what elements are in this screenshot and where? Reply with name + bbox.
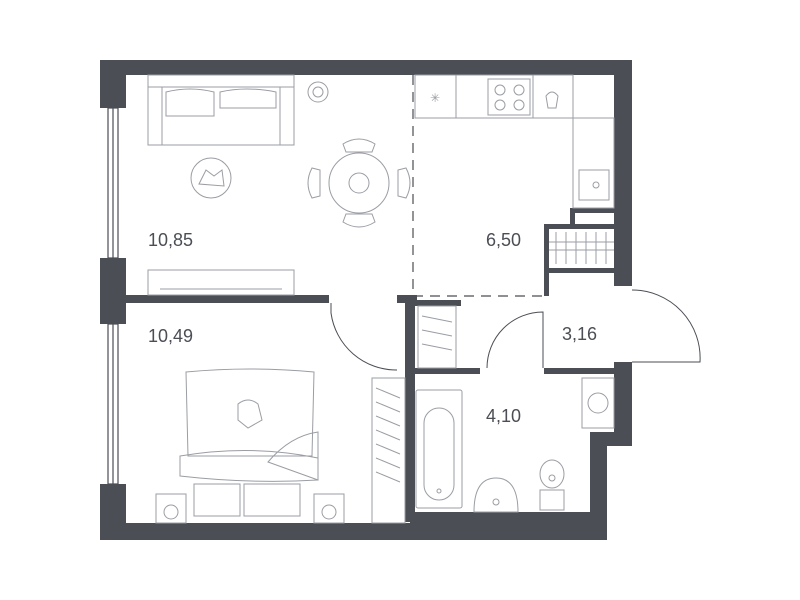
bed-icon [179, 368, 319, 517]
dining-table-icon [307, 138, 411, 228]
washbasin-icon [473, 477, 519, 513]
stove-icon [487, 78, 531, 116]
bathtub-icon [415, 389, 463, 509]
plant-icon [307, 81, 329, 103]
sink-icon [578, 169, 610, 201]
svg-text:✳: ✳ [430, 91, 440, 105]
washing-machine-icon [581, 377, 615, 429]
doors [330, 289, 701, 371]
hood-icon: ✳ [430, 91, 559, 109]
room-areas: 10,85 6,50 10,49 3,16 4,10 [148, 230, 597, 426]
tv-stand-icon [147, 269, 295, 296]
walls [100, 60, 632, 540]
nightstand-icon [155, 493, 345, 524]
kitchen-counter [414, 74, 615, 209]
sofa-icon [147, 74, 295, 146]
area-bathroom: 4,10 [486, 406, 521, 426]
area-kitchen: 6,50 [486, 230, 521, 250]
area-living: 10,85 [148, 230, 193, 250]
fridge-icon [549, 232, 614, 264]
toilet-icon [539, 459, 565, 511]
ottoman-icon [190, 157, 232, 199]
wardrobe-icon [371, 305, 457, 524]
area-bedroom: 10,49 [148, 326, 193, 346]
area-hall: 3,16 [562, 324, 597, 344]
windows [107, 107, 119, 485]
